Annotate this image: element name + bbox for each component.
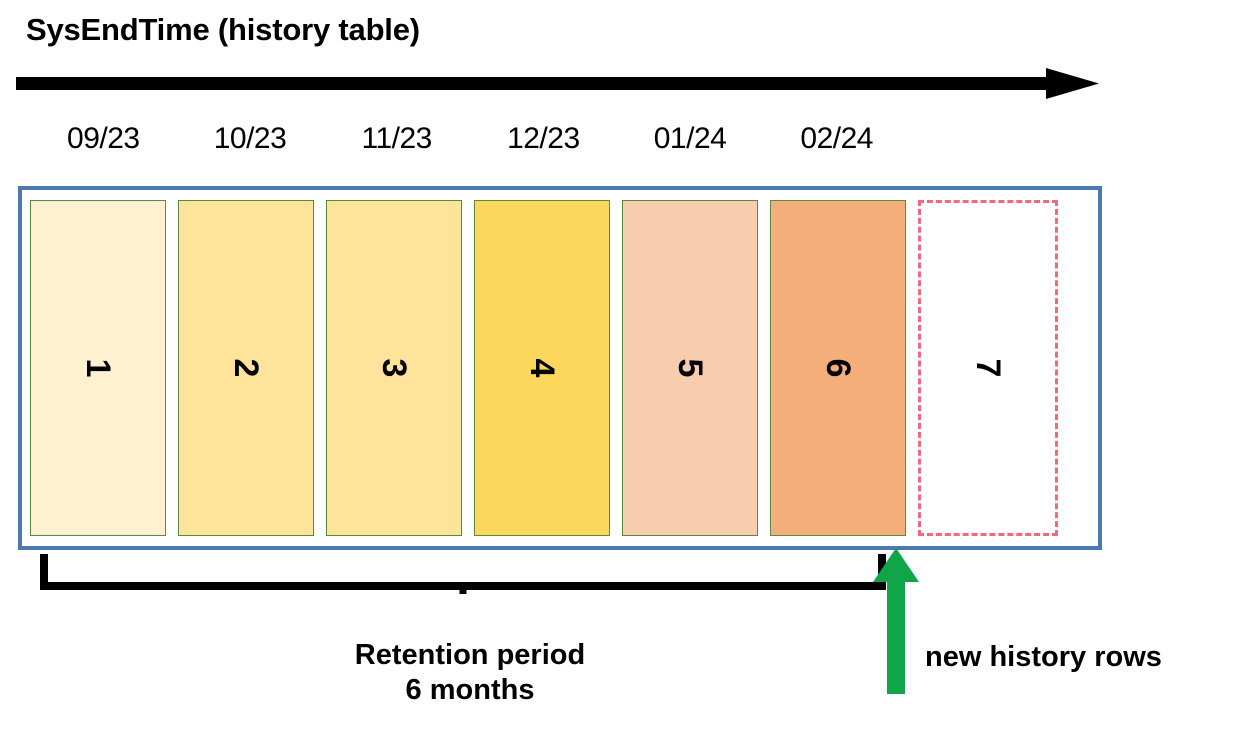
month-label: 02/24 [800,122,873,155]
bracket-icon [40,554,886,628]
new-history-rows-arrow [872,548,920,694]
month-label: 01/24 [653,122,727,155]
month-label: 12/23 [507,122,580,155]
month-label: 10/23 [213,122,287,155]
partition-box-2: 2 [178,200,314,536]
time-axis [16,68,1099,100]
month-label: 11/23 [361,122,433,155]
new-history-rows-label: new history rows [925,641,1162,673]
page-title: SysEndTime (history table) [26,12,420,47]
partition-box-4: 4 [474,200,610,536]
retention-caption-line-2: 6 months [405,674,535,707]
right-arrow-icon [16,68,1099,99]
partition-box-1: 1 [30,200,166,536]
retention-period-caption: Retention period 6 months [250,638,690,709]
partition-label: 5 [671,358,709,378]
month-label-row: 09/23 10/23 11/23 12/23 01/24 02/24 [30,122,910,166]
partition-box-3: 3 [326,200,462,536]
partition-label: 1 [79,358,117,378]
partition-label: 6 [819,358,857,378]
partition-box-5: 5 [622,200,758,536]
retention-caption-line-1: Retention period [354,639,586,671]
partition-row: 1 2 3 4 5 6 7 [30,200,1058,536]
partition-label: 3 [375,358,413,378]
retention-period-bracket [40,552,886,628]
partition-box-7-pending: 7 [918,200,1058,536]
month-label: 09/23 [67,122,140,155]
partition-label: 2 [227,358,265,378]
partition-box-6: 6 [770,200,906,536]
partition-label: 7 [969,358,1007,378]
up-arrow-icon [873,548,919,694]
partition-label: 4 [523,358,561,378]
